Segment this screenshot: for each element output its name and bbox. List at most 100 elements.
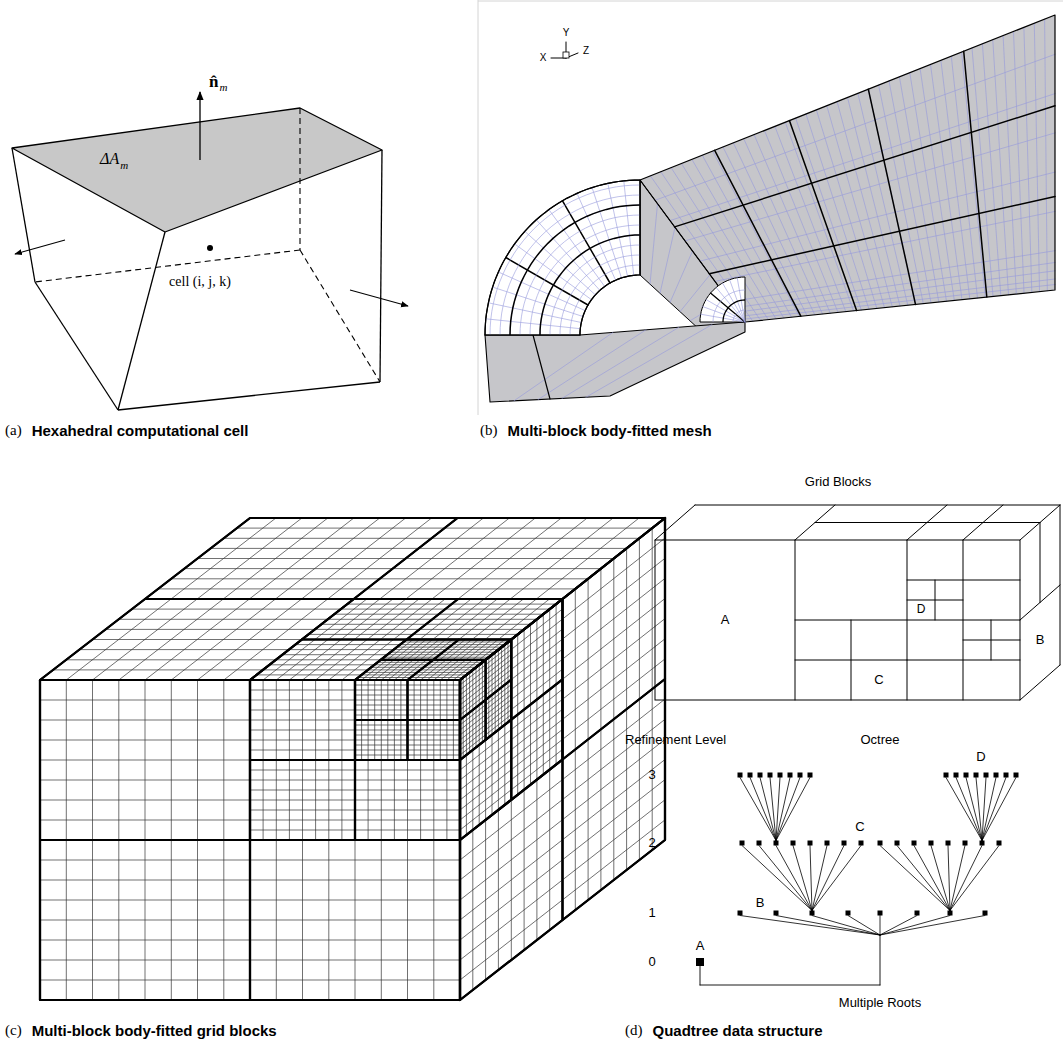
grid-cell-line	[403, 642, 455, 643]
grid-block-line	[1020, 665, 1060, 700]
mesh-line	[562, 327, 679, 398]
grid-cell-line	[427, 664, 479, 665]
grid-cell-line	[250, 750, 355, 751]
tree-node	[984, 773, 989, 778]
grid-block-border	[355, 720, 408, 760]
grid-cell-line	[536, 780, 537, 940]
grid-cell-line	[276, 518, 380, 599]
mesh-line	[715, 211, 1055, 281]
cell-center-dot	[207, 245, 213, 251]
grid-block-border	[40, 840, 250, 1000]
grid-cell-line	[460, 780, 511, 820]
root-link	[700, 966, 701, 985]
mesh-line	[577, 193, 616, 280]
tree-link	[976, 778, 982, 841]
grid-cell-line	[223, 680, 224, 840]
tree-link	[848, 916, 880, 936]
tree-node	[954, 773, 959, 778]
mesh-line	[910, 73, 947, 301]
grid-cell-line	[355, 740, 408, 741]
mesh-arc	[530, 225, 640, 335]
grid-cell-line	[508, 642, 509, 682]
grid-cell-line	[250, 960, 460, 961]
axis-label: Y	[563, 27, 570, 39]
grid-cell-line	[460, 680, 486, 700]
heading: Grid Blocks	[805, 475, 871, 490]
grid-cell-line	[556, 684, 557, 764]
tree-link	[740, 916, 880, 936]
grid-cell-line	[250, 800, 355, 801]
grid-cell-line	[460, 690, 486, 710]
grid-cell-line	[250, 810, 355, 811]
tree-node	[798, 773, 803, 778]
grid-cell-line	[40, 760, 250, 761]
math-subscript: m	[120, 159, 128, 172]
mesh-line	[538, 330, 646, 400]
grid-cell-line	[316, 640, 368, 681]
tree-node	[758, 773, 763, 778]
grid-cell-line	[347, 604, 451, 605]
mesh-outline	[485, 180, 640, 335]
grid-cell-line	[211, 548, 419, 549]
grid-cell-line	[486, 710, 512, 730]
level-number: 0	[648, 955, 655, 970]
grid-cell-line	[479, 705, 480, 745]
mesh-line	[660, 227, 675, 293]
grid-block-border	[355, 640, 511, 681]
tree-link	[880, 916, 950, 936]
tree-node	[948, 911, 953, 916]
tree-node	[1014, 773, 1019, 778]
grid-cell-line	[482, 702, 483, 742]
block-line	[533, 335, 550, 399]
tree-link	[770, 778, 776, 841]
grid-cell-line	[460, 760, 511, 800]
grid-cell-line	[315, 680, 316, 760]
tree-node	[740, 841, 745, 846]
grid-cell-line	[453, 680, 454, 720]
mesh-line	[493, 287, 583, 316]
grid-cell-line	[486, 700, 512, 720]
tree-label: B	[756, 896, 765, 911]
tree-node	[983, 911, 988, 916]
hexahedral-cell	[12, 92, 408, 410]
grid-cell-line	[508, 682, 509, 722]
grid-cell-line	[355, 755, 408, 756]
grid-cell-line	[250, 830, 355, 831]
grid-cell-line	[511, 739, 562, 779]
panel-letter: (c)	[5, 1022, 22, 1039]
mesh-line	[716, 288, 745, 323]
grid-cell-line	[639, 699, 640, 860]
tree-node	[778, 773, 783, 778]
axis-label: Z	[583, 45, 589, 57]
block-line	[709, 197, 1055, 274]
tree-link	[914, 846, 950, 911]
tree-node	[808, 841, 813, 846]
heading: Refinement Level	[625, 733, 726, 748]
grid-cell-line	[432, 538, 640, 539]
grid-cell-line	[447, 660, 473, 680]
math-symbol: n̂	[209, 72, 218, 92]
mesh-arc	[550, 245, 640, 335]
grid-cell-line	[355, 830, 460, 831]
grid-cell-line	[328, 680, 329, 760]
grid-cell-line	[511, 729, 562, 769]
grid-cell-line	[484, 518, 587, 599]
tree-link	[812, 916, 880, 936]
grid-block-border	[354, 518, 665, 599]
grid-cell-line	[355, 810, 460, 811]
grid-block-border	[250, 680, 355, 760]
grid-cell-line	[511, 659, 562, 699]
grid-cell-line	[119, 619, 328, 620]
tree-link	[760, 778, 776, 841]
tree-node	[1004, 773, 1009, 778]
grid-block-line	[815, 522, 1040, 523]
grid-cell-line	[394, 720, 395, 760]
cell-edge	[35, 282, 118, 410]
normal-arrow	[199, 92, 200, 160]
grid-cell-line	[476, 707, 477, 747]
normal-arrow	[15, 240, 65, 254]
mesh-line	[889, 81, 931, 303]
grid-cell-line	[171, 840, 172, 1000]
grid-block-border	[250, 599, 563, 680]
